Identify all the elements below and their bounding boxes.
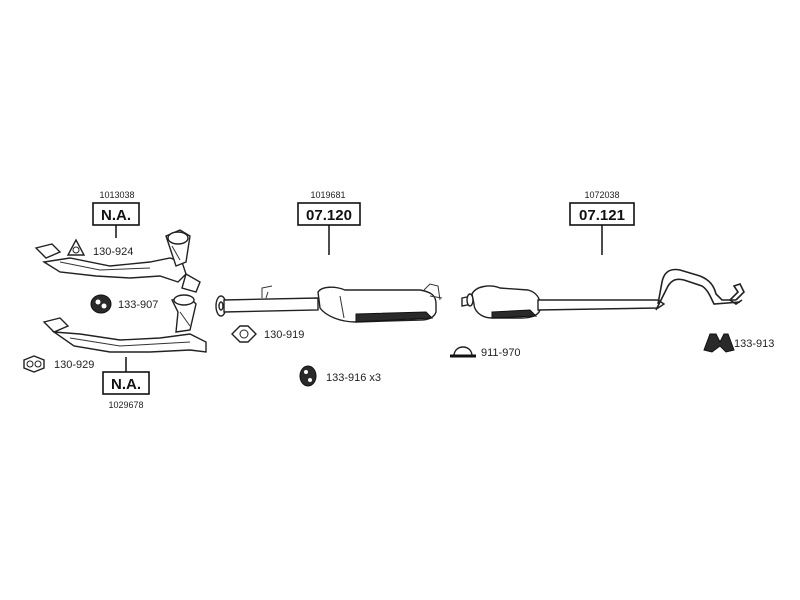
clamp-item: 911-970 <box>450 346 521 359</box>
gasket-ring-item: 130-919 <box>231 325 304 343</box>
clamp-icon <box>453 346 473 357</box>
rear-silencer-part <box>461 268 745 319</box>
rubber-mount-b-label: 133-916 x3 <box>326 372 381 384</box>
gasket-double-label: 130-929 <box>54 359 94 371</box>
rubber-mount-a-label: 133-907 <box>118 299 158 311</box>
middle-silencer-label: 1019681 07.120 <box>297 190 361 255</box>
front-pipe-lower-ref: 1029678 <box>108 400 143 410</box>
rubber-mount-c-item: 133-913 <box>703 333 774 353</box>
rear-silencer-code: 07.121 <box>579 207 625 224</box>
gasket-ring-label: 130-919 <box>264 329 304 341</box>
front-pipe-upper-part <box>34 229 201 293</box>
front-pipe-upper-label: 1013038 N.A. <box>92 190 140 238</box>
front-pipe-lower-code: N.A. <box>111 376 141 393</box>
rear-silencer-ref: 1072038 <box>584 190 619 200</box>
gasket-double-icon <box>23 355 45 373</box>
front-pipe-upper-code: N.A. <box>101 207 131 224</box>
middle-silencer-part <box>215 283 443 323</box>
rubber-mount-b-icon <box>299 365 317 387</box>
rubber-mount-a-item: 133-907 <box>90 294 158 314</box>
gasket-triangle-item: 130-924 <box>66 238 133 258</box>
rubber-mount-a-icon <box>90 294 112 314</box>
front-pipe-upper-ref: 1013038 <box>99 190 134 200</box>
rubber-mount-b-item: 133-916 x3 <box>299 365 381 387</box>
front-pipe-lower-part <box>42 294 207 353</box>
middle-silencer-code: 07.120 <box>306 207 352 224</box>
front-pipe-lower-code-box <box>102 371 150 395</box>
rubber-mount-c-label: 133-913 <box>734 338 774 350</box>
gasket-triangle-label: 130-924 <box>93 246 133 258</box>
rubber-mount-c-icon <box>703 333 735 353</box>
gasket-double-item: 130-929 <box>23 355 94 373</box>
front-pipe-lower-label: N.A. 1029678 <box>102 357 150 410</box>
clamp-label: 911-970 <box>481 347 521 359</box>
rear-silencer-label: 1072038 07.121 <box>569 190 635 255</box>
middle-silencer-ref: 1019681 <box>310 190 345 200</box>
